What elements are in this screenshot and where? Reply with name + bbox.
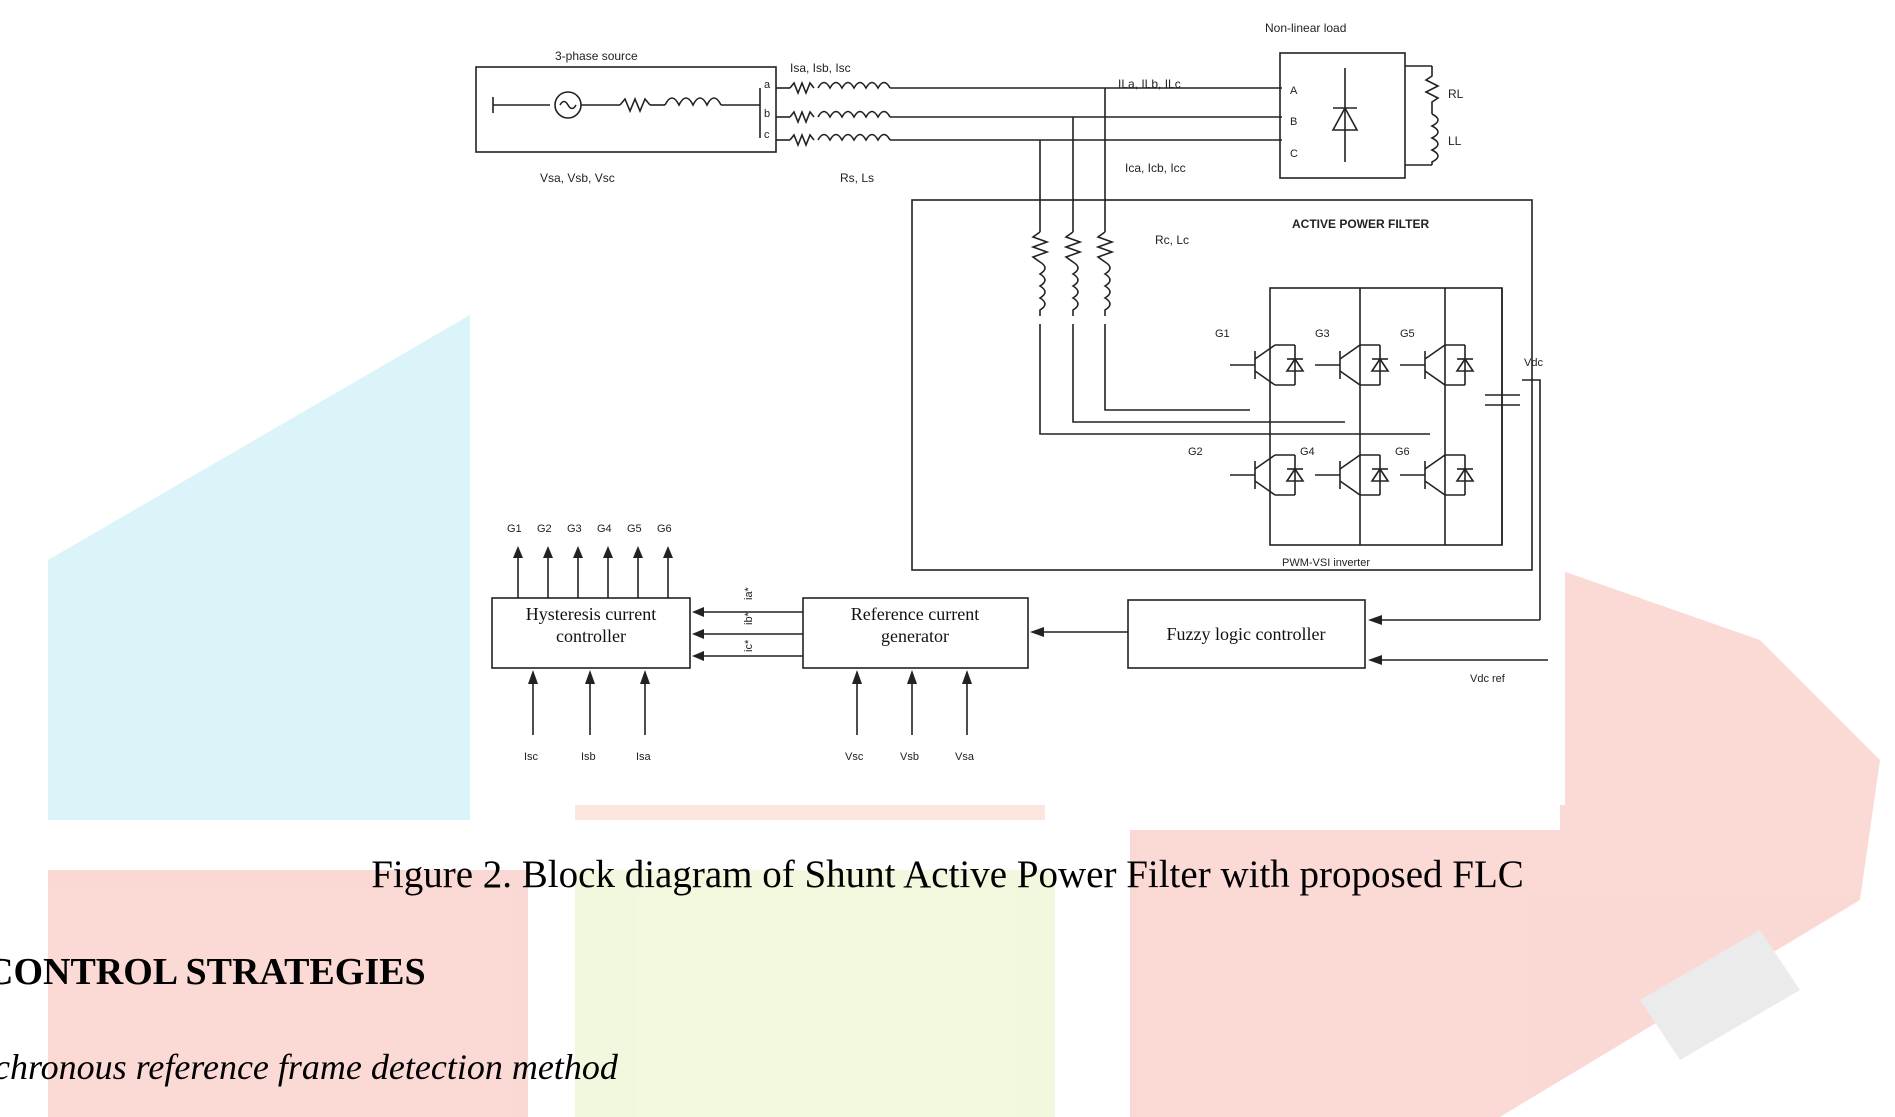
- phase-c-label: c: [764, 129, 770, 141]
- inv-g6-label: G6: [1395, 446, 1410, 458]
- section-heading: CONTROL STRATEGIES: [0, 951, 426, 993]
- gate-g5: G5: [627, 523, 642, 535]
- input-vsa: Vsa: [955, 751, 975, 763]
- watermark-red-block: [48, 870, 528, 1117]
- watermark-red-shape: [1130, 570, 1880, 1117]
- source-inductor: [664, 97, 722, 107]
- gate-g6: G6: [657, 523, 672, 535]
- inv-g5-label: G5: [1400, 328, 1415, 340]
- gate-g4: G4: [597, 523, 612, 535]
- fuzzy-logic-controller-block: [1127, 599, 1366, 669]
- load-phase-b: B: [1290, 116, 1297, 128]
- input-vsb: Vsb: [900, 751, 919, 763]
- filter-currents-label: Ica, Icb, Icc: [1125, 161, 1186, 175]
- phase-b-label: b: [764, 108, 770, 120]
- load-box: [1279, 52, 1406, 179]
- inv-g2-label: G2: [1188, 446, 1203, 458]
- flc-label: Fuzzy logic controller: [1167, 624, 1326, 644]
- inverter-label: PWM-VSI inverter: [1282, 557, 1370, 569]
- input-isb: Isb: [581, 751, 596, 763]
- source-label: 3-phase source: [555, 49, 638, 63]
- watermark-cyan-shape: [48, 315, 470, 820]
- input-vsc: Vsc: [845, 751, 864, 763]
- load-inductor: [1430, 113, 1439, 165]
- ref-current-ic: ic*: [743, 639, 755, 652]
- inv-g3-label: G3: [1315, 328, 1330, 340]
- reference-current-generator-block: [802, 597, 1029, 669]
- apf-title: ACTIVE POWER FILTER: [1292, 217, 1429, 231]
- figure-canvas: [470, 10, 1565, 805]
- input-isa: Isa: [636, 751, 652, 763]
- diode-icon: [1331, 106, 1359, 131]
- reference-line-2: generator: [881, 626, 949, 646]
- reference-line-1: Reference current: [851, 604, 979, 624]
- gate-g2: G2: [537, 523, 552, 535]
- phase-a-label: a: [764, 79, 771, 91]
- vdc-label: Vdc: [1524, 357, 1543, 369]
- reference-current-arrows: [692, 607, 803, 661]
- gate-signal-arrows: [513, 546, 673, 598]
- load-phase-a: A: [1290, 85, 1298, 97]
- hysteresis-line-1: Hysteresis current: [526, 604, 656, 624]
- ref-current-ib: ib*: [743, 611, 755, 625]
- apf-box: [911, 199, 1533, 571]
- inv-g4-label: G4: [1300, 446, 1315, 458]
- load-phase-c: C: [1290, 148, 1298, 160]
- vdc-ref-label: Vdc ref: [1470, 673, 1506, 685]
- load-label: Non-linear load: [1265, 21, 1346, 35]
- load-r-label: RL: [1448, 87, 1464, 101]
- input-isc: Isc: [524, 751, 539, 763]
- inv-g1-label: G1: [1215, 328, 1230, 340]
- measurement-arrows: [528, 670, 972, 735]
- filter-impedance: [1030, 231, 1115, 316]
- source-currents-label: Isa, Isb, Isc: [790, 61, 851, 75]
- source-voltages-label: Vsa, Vsb, Vsc: [540, 171, 615, 185]
- load-currents-label: ILa, ILb, ILc: [1118, 77, 1181, 91]
- ref-current-ia: ia*: [743, 586, 755, 600]
- gate-g3: G3: [567, 523, 582, 535]
- hysteresis-line-2: controller: [556, 626, 626, 646]
- watermark-gray-letters: [1640, 930, 1800, 1060]
- load-l-label: LL: [1448, 134, 1462, 148]
- hysteresis-controller-block: [491, 597, 691, 669]
- source-resistor: [619, 96, 651, 114]
- figure-caption: Figure 2. Block diagram of Shunt Active …: [371, 853, 1524, 896]
- gate-g1: G1: [507, 523, 522, 535]
- watermark-green-block: [575, 870, 1055, 1117]
- source-impedance-label: Rs, Ls: [840, 171, 874, 185]
- load-resistor: [1424, 66, 1440, 114]
- source-box: [475, 66, 777, 153]
- subsection-heading: chronous reference frame detection metho…: [0, 1047, 618, 1087]
- filter-impedance-label: Rc, Lc: [1155, 233, 1189, 247]
- igbt-switches: [1230, 344, 1475, 496]
- source-impedance: [776, 80, 891, 148]
